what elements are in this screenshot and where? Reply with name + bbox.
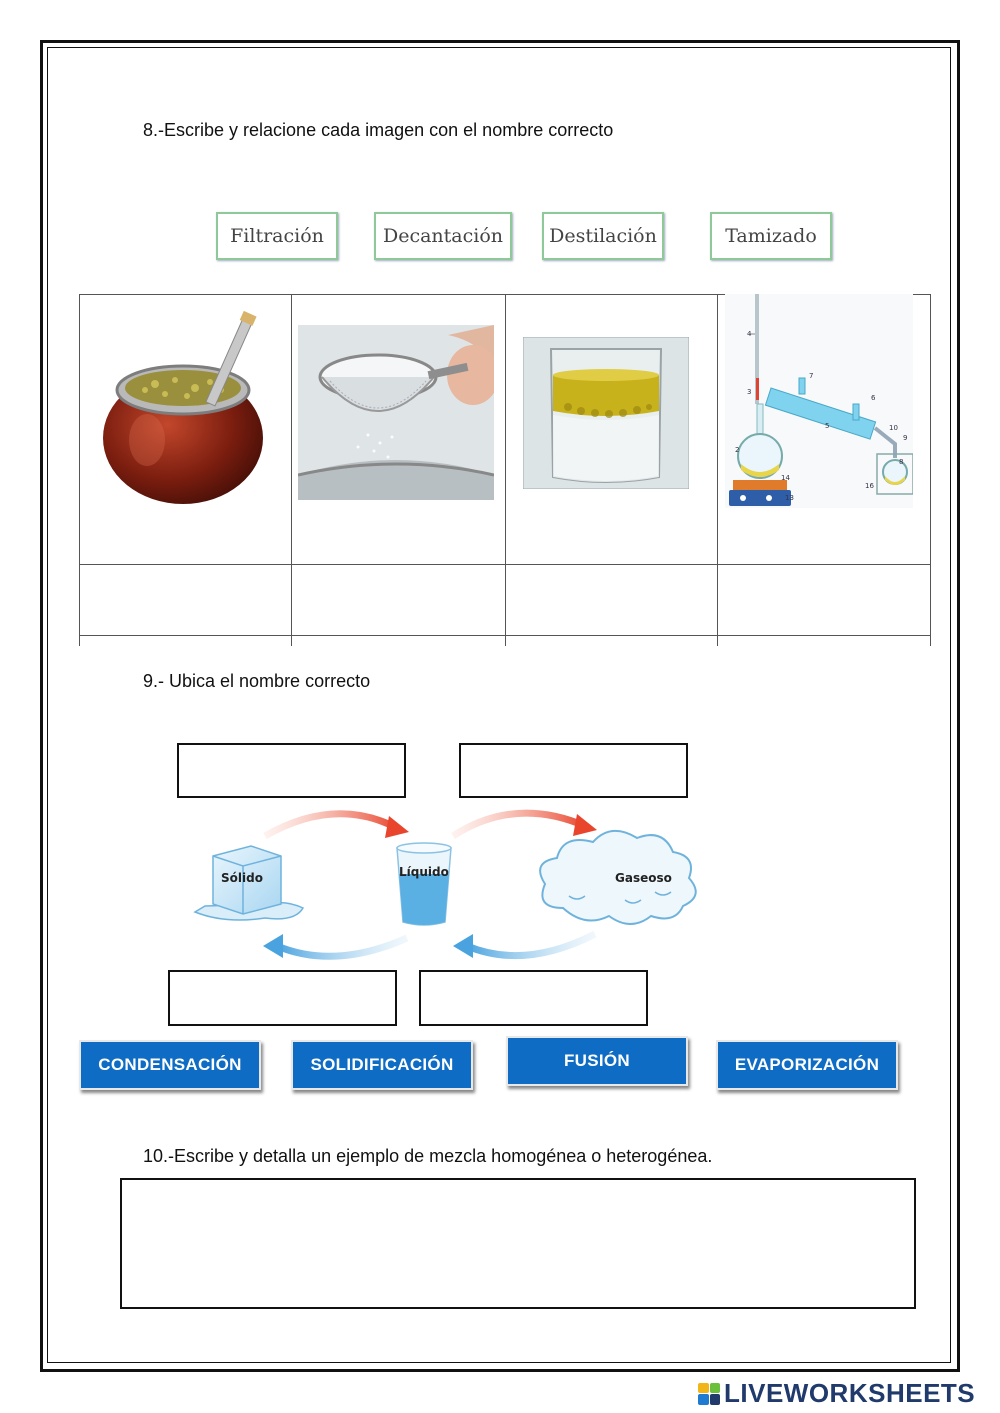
svg-text:8: 8	[899, 458, 903, 466]
option-filtracion[interactable]: Filtración	[216, 212, 338, 260]
option-fusion[interactable]: FUSIÓN	[506, 1036, 688, 1086]
answer-cell-2[interactable]	[294, 568, 502, 632]
answer-cell-4[interactable]	[720, 568, 927, 632]
cloud-icon	[539, 830, 697, 925]
option-destilacion[interactable]: Destilación	[542, 212, 664, 260]
states-of-matter-diagram: Sólido Líquido Gaseoso	[185, 800, 745, 970]
svg-text:7: 7	[809, 372, 813, 380]
answer-box-q10[interactable]	[120, 1178, 916, 1309]
svg-text:16: 16	[865, 482, 874, 490]
answer-box-bottom-left[interactable]	[168, 970, 397, 1026]
svg-text:10: 10	[889, 424, 898, 432]
glass-oil-water-image	[523, 337, 689, 489]
svg-text:14: 14	[781, 474, 790, 482]
answer-cell-1[interactable]	[82, 568, 288, 632]
option-condensacion[interactable]: CONDENSACIÓN	[79, 1040, 261, 1090]
answer-box-top-left[interactable]	[177, 743, 406, 798]
svg-text:5: 5	[825, 422, 829, 430]
gas-label: Gaseoso	[615, 871, 672, 885]
solid-label: Sólido	[221, 871, 263, 885]
option-decantacion[interactable]: Decantación	[374, 212, 512, 260]
answer-box-bottom-right[interactable]	[419, 970, 648, 1026]
option-tamizado[interactable]: Tamizado	[710, 212, 832, 260]
liveworksheets-logo-icon	[698, 1382, 720, 1405]
mate-cup-image	[95, 310, 275, 510]
svg-text:2: 2	[735, 446, 739, 454]
svg-text:4: 4	[747, 330, 752, 338]
water-glass-icon	[396, 842, 452, 926]
svg-text:3: 3	[747, 388, 751, 396]
question-8-text: 8.-Escribe y relacione cada imagen con e…	[143, 120, 614, 140]
option-solidificacion[interactable]: SOLIDIFICACIÓN	[291, 1040, 473, 1090]
svg-text:13: 13	[785, 494, 794, 502]
answer-cell-3[interactable]	[508, 568, 714, 632]
question-10-text: 10.-Escribe y detalla un ejemplo de mezc…	[143, 1146, 713, 1166]
sieve-sifting-image	[298, 325, 494, 500]
question-9-text: 9.- Ubica el nombre correcto	[143, 671, 371, 691]
option-evaporizacion[interactable]: EVAPORIZACIÓN	[716, 1040, 898, 1090]
distillation-apparatus-image: 4 3 2 14 13 7 6 5 10 9 16 8	[725, 294, 913, 508]
page-border-inner	[47, 47, 951, 1363]
liveworksheets-logo: LIVEWORKSHEETS	[698, 1378, 975, 1409]
page-border-outer	[40, 40, 960, 1372]
ice-cube-icon	[193, 845, 305, 921]
logo-text: LIVEWORKSHEETS	[724, 1378, 976, 1408]
svg-text:6: 6	[871, 394, 876, 402]
answer-box-top-right[interactable]	[459, 743, 688, 798]
liquid-label: Líquido	[399, 865, 449, 879]
svg-text:9: 9	[903, 434, 907, 442]
